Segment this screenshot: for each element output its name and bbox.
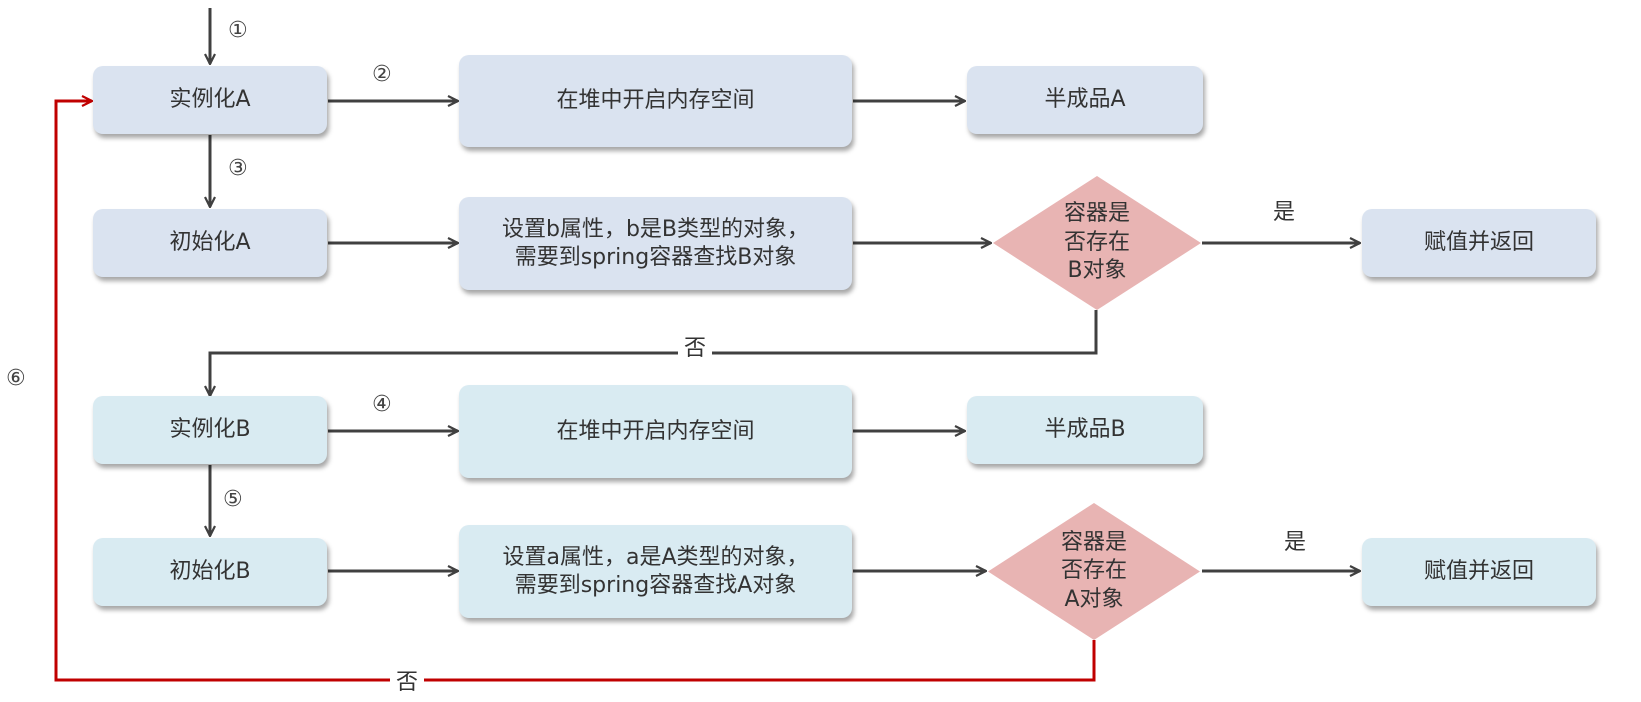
check-a-decision: 容器是 否存在 A对象	[988, 503, 1200, 640]
no-label-2: 否	[390, 664, 425, 696]
set-a-node: 设置a属性，a是A类型的对象， 需要到spring容器查找A对象	[459, 525, 852, 618]
check-a-label: 容器是 否存在 A对象	[1060, 529, 1127, 612]
diamond-shape	[993, 176, 1201, 310]
step-marker-3: ③	[228, 156, 248, 181]
diamond-shape	[988, 503, 1200, 640]
yes-label-1: 是	[1273, 200, 1296, 225]
instantiate-a-node: 实例化A	[93, 66, 327, 134]
return-node-2: 赋值并返回	[1362, 538, 1596, 606]
init-b-node: 初始化B	[93, 538, 327, 606]
return-node-1: 赋值并返回	[1362, 209, 1596, 277]
yes-label-2: 是	[1284, 530, 1307, 555]
alloc-b-node: 在堆中开启内存空间	[459, 385, 852, 478]
half-b-node: 半成品B	[967, 396, 1203, 464]
check-b-label: 容器是 否存在 B对象	[1063, 201, 1130, 284]
arrow-loop-back	[54, 101, 1096, 682]
alloc-a-node: 在堆中开启内存空间	[459, 55, 852, 147]
check-b-decision: 容器是 否存在 B对象	[993, 176, 1201, 310]
half-a-node: 半成品A	[967, 66, 1203, 134]
no-label-1: 否	[678, 330, 713, 362]
step-marker-5: ⑤	[223, 487, 243, 512]
init-a-node: 初始化A	[93, 209, 327, 277]
step-marker-2: ②	[372, 62, 392, 87]
instantiate-b-node: 实例化B	[93, 396, 327, 464]
arrow-check-b-no	[210, 310, 1098, 396]
step-marker-4: ④	[372, 392, 392, 417]
step-marker-6: ⑥	[6, 366, 26, 391]
step-marker-1: ①	[228, 18, 248, 43]
set-b-node: 设置b属性，b是B类型的对象， 需要到spring容器查找B对象	[459, 197, 852, 290]
